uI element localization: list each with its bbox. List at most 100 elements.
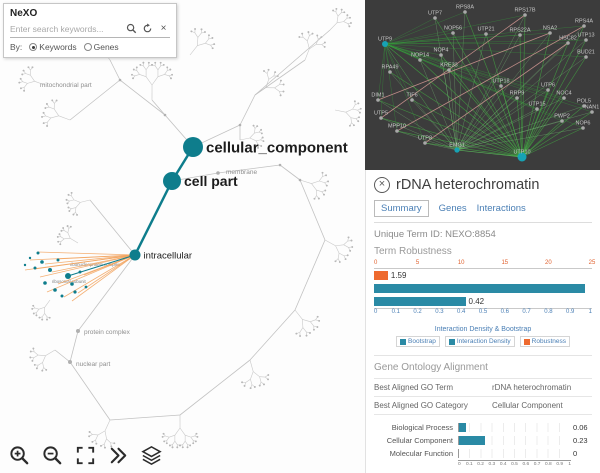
viz-toolbar — [8, 444, 163, 467]
network-node-label: EMG1 — [449, 143, 465, 149]
cluster-term-label: ribosomal subunit — [52, 279, 86, 284]
search-icon[interactable] — [125, 22, 138, 35]
ontology-node[interactable] — [129, 249, 141, 261]
network-node-label: PWP2 — [554, 114, 570, 120]
section-term-robustness: Term Robustness — [374, 246, 452, 257]
term-title: rDNA heterochromatin — [396, 177, 540, 193]
network-node[interactable] — [463, 10, 467, 14]
expand-chevrons-icon[interactable] — [107, 444, 130, 467]
network-node-label: RPA49 — [381, 65, 398, 71]
network-node-label: NOC4 — [556, 91, 571, 97]
network-node-label: MPP10 — [388, 124, 406, 130]
bar-robustness: 1.59 — [374, 269, 592, 282]
network-node[interactable] — [517, 152, 527, 162]
app-title: NeXO — [10, 8, 38, 19]
close-icon[interactable]: × — [374, 177, 390, 193]
network-node[interactable] — [499, 84, 503, 88]
layers-icon[interactable] — [140, 444, 163, 467]
ontology-node-label: intracellular — [144, 250, 193, 261]
network-node[interactable] — [423, 141, 427, 145]
radio-dot[interactable] — [29, 43, 38, 51]
network-node[interactable] — [433, 16, 437, 20]
network-node-label: UTP18 — [492, 79, 509, 85]
network-node[interactable] — [582, 24, 586, 28]
network-node-label: KRE33 — [440, 63, 457, 69]
network-node-label: RPS4A — [575, 19, 593, 25]
network-node[interactable] — [548, 31, 552, 35]
network-node[interactable] — [439, 53, 443, 57]
network-node-label: RPS17B — [514, 8, 535, 14]
network-node[interactable] — [484, 32, 488, 36]
network-node[interactable] — [388, 70, 392, 74]
network-node[interactable] — [560, 119, 564, 123]
tab-genes[interactable]: Genes — [438, 203, 467, 214]
tree-term-label: protein complex — [84, 329, 131, 336]
network-node-label: NOP6 — [576, 121, 591, 127]
network-node[interactable] — [581, 126, 585, 130]
search-mode-row: By: Keywords Genes — [10, 42, 170, 52]
network-node[interactable] — [410, 98, 414, 102]
tree-term-label: nuclear part — [76, 361, 111, 368]
tab-interactions[interactable]: Interactions — [476, 203, 526, 214]
network-node-label: UTP21 — [477, 27, 494, 33]
search-input[interactable] — [10, 23, 122, 34]
legend-interaction-density: Interaction Density — [444, 336, 515, 347]
network-node[interactable] — [582, 104, 586, 108]
fit-to-screen-icon[interactable] — [74, 444, 97, 467]
ontology-node[interactable] — [183, 137, 203, 157]
network-node[interactable] — [518, 33, 522, 37]
network-node[interactable] — [376, 98, 380, 102]
network-node[interactable] — [379, 116, 383, 120]
zoom-in-icon[interactable] — [8, 444, 31, 467]
network-node[interactable] — [515, 96, 519, 100]
network-node-label: TIF6 — [406, 93, 417, 99]
tab-summary[interactable]: Summary — [374, 200, 429, 217]
network-node[interactable] — [546, 88, 550, 92]
network-node[interactable] — [535, 107, 539, 111]
by-label: By: — [10, 42, 23, 52]
network-node-label: NSA2 — [543, 26, 557, 32]
network-node[interactable] — [451, 31, 455, 35]
network-node[interactable] — [382, 41, 388, 47]
axis-caption: Interaction Density & Bootstrap — [434, 326, 532, 333]
network-node[interactable] — [562, 96, 566, 100]
network-node[interactable] — [395, 129, 399, 133]
network-node[interactable] — [584, 55, 588, 59]
network-node[interactable] — [566, 41, 570, 45]
radio-dot[interactable] — [83, 43, 92, 51]
network-node[interactable] — [590, 110, 594, 114]
network-edges — [377, 11, 593, 158]
ontology-node-label: cell part — [184, 173, 238, 189]
zoom-out-icon[interactable] — [41, 444, 64, 467]
network-node-label: RPS22A — [509, 28, 530, 34]
detail-tabs: Summary Genes Interactions — [374, 200, 592, 223]
network-node-label: UTP7 — [428, 11, 442, 17]
network-node[interactable] — [523, 13, 527, 17]
network-node-label: UTP6 — [541, 83, 555, 89]
ontology-node[interactable] — [163, 172, 181, 190]
network-node[interactable] — [584, 38, 588, 42]
radio-genes[interactable]: Genes — [83, 42, 119, 52]
network-node[interactable] — [454, 147, 460, 153]
network-node[interactable] — [447, 68, 451, 72]
network-node[interactable] — [418, 58, 422, 62]
clear-search-icon[interactable]: × — [160, 22, 167, 34]
legend-bootstrap: Bootstrap — [396, 336, 440, 347]
network-node-label: UTP8 — [418, 136, 432, 142]
radio-keywords[interactable]: Keywords — [29, 42, 77, 52]
reset-icon[interactable] — [141, 22, 154, 35]
